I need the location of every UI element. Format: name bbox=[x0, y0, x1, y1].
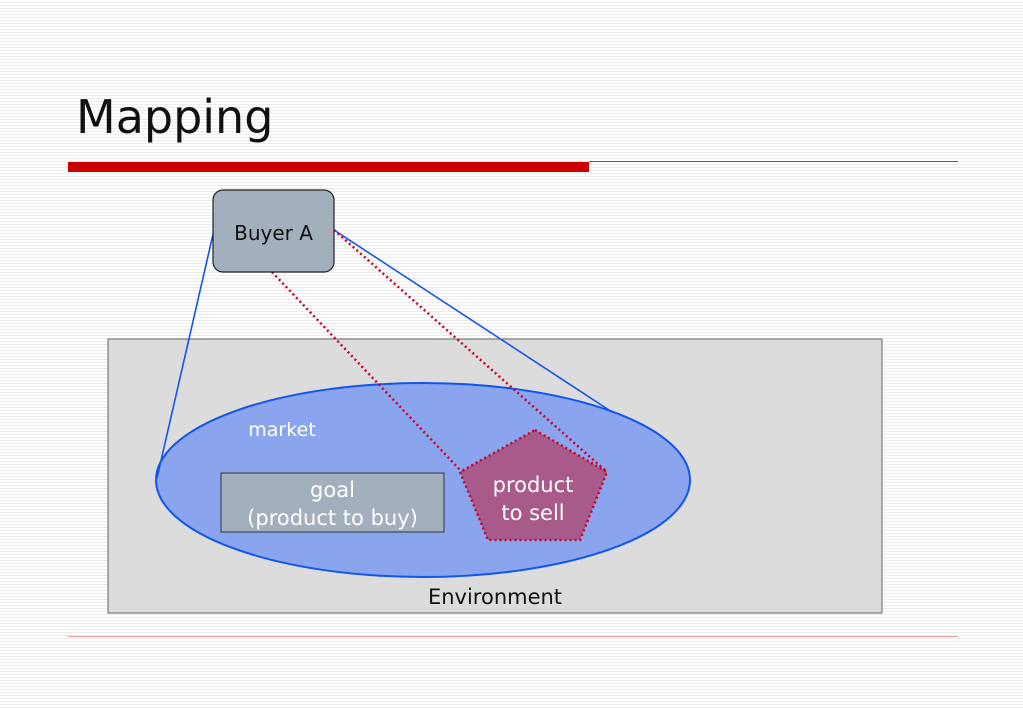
goal-label-line2: (product to buy) bbox=[247, 506, 418, 530]
buyer-market-line-right bbox=[333, 229, 613, 413]
product-pentagon bbox=[458, 428, 609, 542]
product-label-line2: to sell bbox=[501, 501, 565, 525]
environment-label: Environment bbox=[427, 585, 563, 609]
goal-label-line1: goal bbox=[310, 478, 355, 502]
goal-box bbox=[220, 472, 445, 533]
buyer-product-line-left bbox=[271, 271, 463, 473]
title-underline-thick bbox=[68, 162, 589, 172]
title-underline-thin bbox=[589, 161, 958, 162]
slide-title: Mapping bbox=[76, 90, 274, 144]
buyer-box bbox=[212, 189, 335, 273]
buyer-label: Buyer A bbox=[234, 221, 313, 245]
buyer-market-line-left bbox=[156, 229, 215, 479]
product-label-line1: product bbox=[492, 473, 574, 497]
buyer-product-line-right bbox=[333, 229, 608, 473]
footer-rule bbox=[68, 636, 958, 637]
market-label: market bbox=[248, 419, 316, 441]
